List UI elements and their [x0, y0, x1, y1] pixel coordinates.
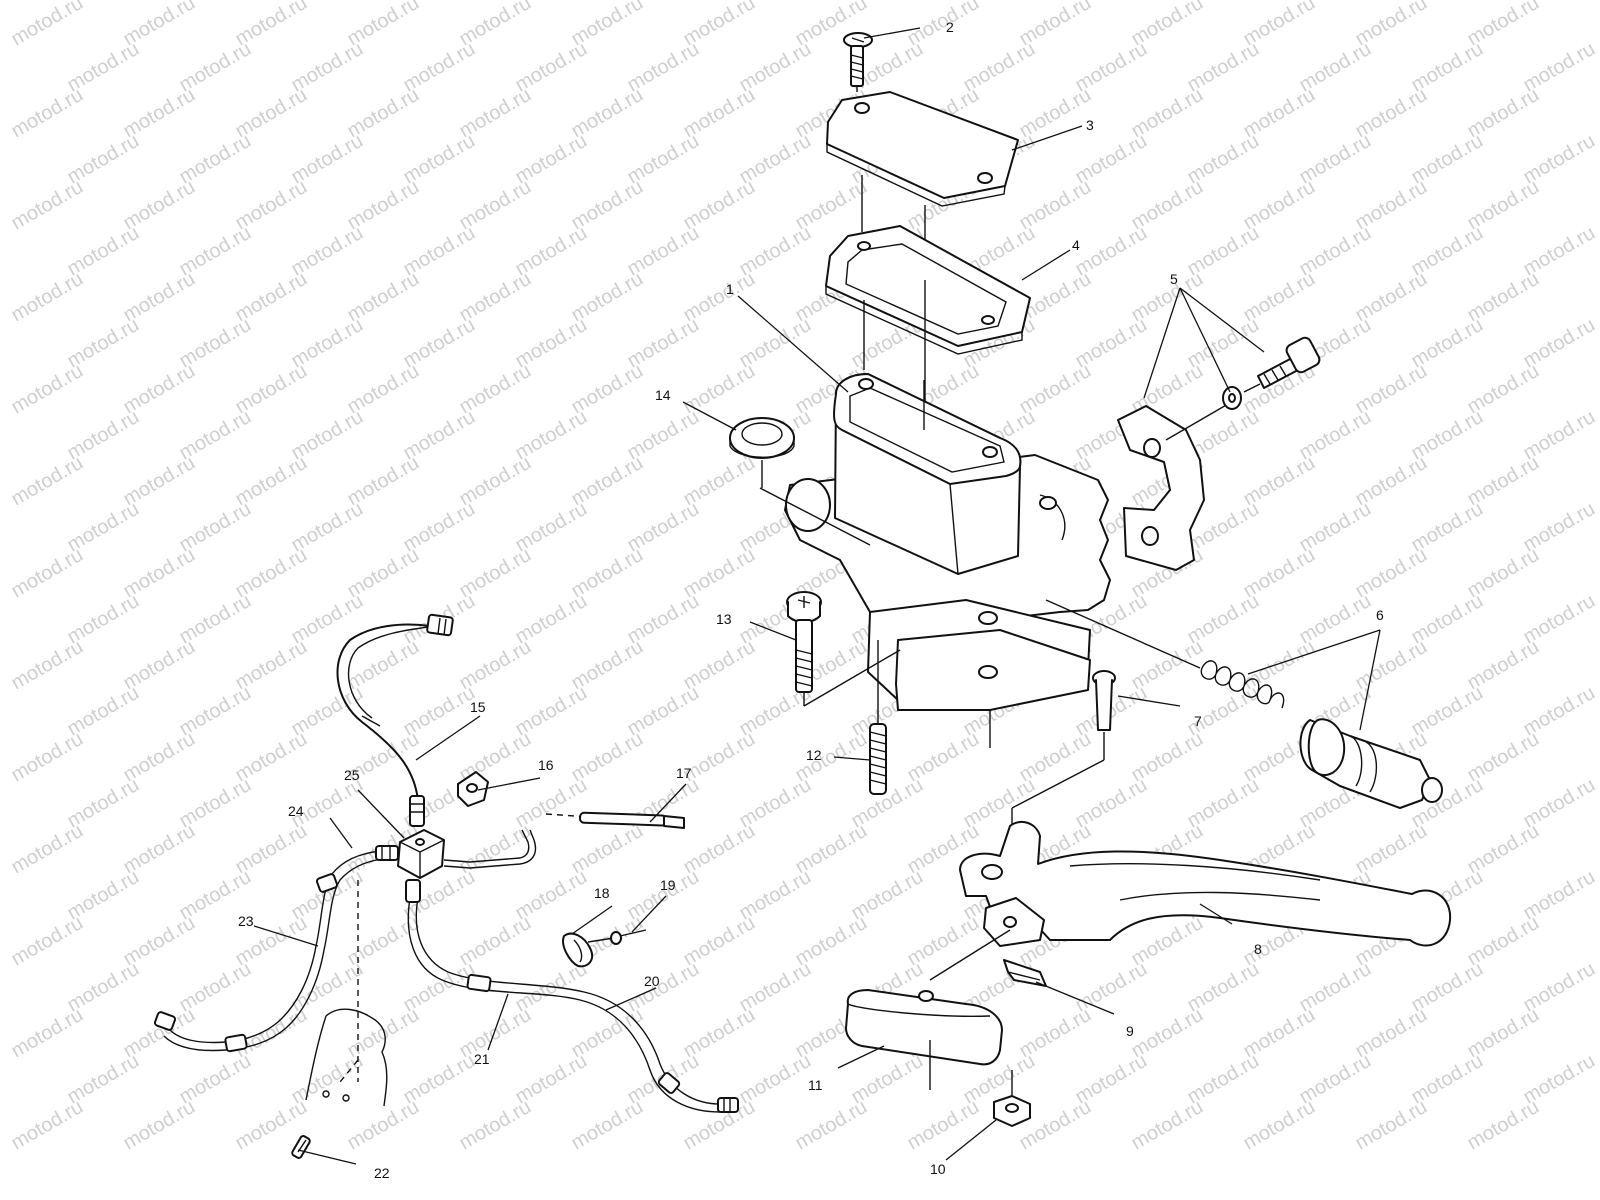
callout-10: 10 [930, 1161, 946, 1177]
part-10-lock-nut [993, 1070, 1031, 1127]
watermark-layer: motod.ru motod.ru motod.ru motod.ru motod.ru… [8, 0, 1599, 1154]
watermark-text-339: motod.ru [344, 1096, 423, 1155]
callout-22: 22 [374, 1165, 390, 1181]
watermark-text-56: motod.ru [8, 176, 87, 235]
part-11-adjuster-block [845, 929, 1011, 1090]
watermark-text-347: motod.ru [1240, 1096, 1319, 1155]
part-22-bolt [291, 1135, 311, 1159]
watermark-text-84: motod.ru [8, 268, 87, 327]
watermark-text-340: motod.ru [456, 1096, 535, 1155]
watermark-text-343: motod.ru [792, 1096, 871, 1155]
watermark-text-344: motod.ru [904, 1096, 983, 1155]
callout-23: 23 [238, 913, 254, 929]
watermark-text-337: motod.ru [120, 1096, 199, 1155]
callout-1: 1 [726, 281, 734, 297]
part-20-21-right-hose [405, 879, 739, 1113]
part-18-hose-clip [562, 932, 615, 968]
part-24-23-left-hose [153, 845, 399, 1053]
watermark-text-341: motod.ru [568, 1096, 647, 1155]
watermark-text-140: motod.ru [8, 452, 87, 511]
callout-3: 3 [1086, 117, 1094, 133]
watermark-text-0: motod.ru [8, 0, 87, 50]
callout-9: 9 [1126, 1023, 1134, 1039]
part-5-handlebar-clamp [1117, 336, 1321, 571]
callout-17: 17 [676, 765, 692, 781]
callout-5: 5 [1170, 271, 1178, 287]
callout-24: 24 [288, 803, 304, 819]
watermark-text-348: motod.ru [1352, 1096, 1431, 1155]
watermark-text-308: motod.ru [8, 1004, 87, 1063]
callout-11: 11 [808, 1077, 823, 1093]
frame-section [305, 880, 388, 1107]
callout-25: 25 [344, 767, 360, 783]
part-3-reservoir-cover [826, 91, 1019, 207]
callout-21: 21 [474, 1051, 490, 1067]
part-25-junction-block [397, 829, 445, 879]
part-12-set-screw [869, 640, 887, 795]
part-9-clip [1003, 959, 1047, 987]
watermark-text-346: motod.ru [1128, 1096, 1207, 1155]
callout-labels: 1 2 3 4 5 6 7 8 9 10 11 12 13 14 15 16 1… [238, 19, 1384, 1181]
callout-8: 8 [1254, 941, 1262, 957]
part-8-brake-lever [959, 820, 1452, 947]
callout-19: 19 [660, 877, 676, 893]
callout-6: 6 [1376, 607, 1384, 623]
watermark-text-224: motod.ru [8, 728, 87, 787]
callout-14: 14 [655, 387, 671, 403]
callout-12: 12 [806, 747, 822, 763]
callout-2: 2 [946, 19, 954, 35]
part-19-clip-screw [610, 929, 647, 945]
watermark-text-112: motod.ru [8, 360, 87, 419]
part-17-brake-line [443, 811, 685, 869]
callout-4: 4 [1072, 237, 1080, 253]
watermark-text-196: motod.ru [8, 636, 87, 695]
callout-20: 20 [644, 973, 660, 989]
part-4-gasket [825, 225, 1031, 355]
watermark-text-349: motod.ru [1464, 1096, 1543, 1155]
callout-16: 16 [538, 757, 554, 773]
part-16-fitting [457, 771, 489, 807]
watermark-text-252: motod.ru [8, 820, 87, 879]
watermark-text-336: motod.ru [8, 1096, 87, 1155]
part-13-pivot-bolt [786, 591, 901, 707]
watermark-text-168: motod.ru [8, 544, 87, 603]
watermark-text-28: motod.ru [8, 84, 87, 143]
part-1-master-cylinder-body [784, 373, 1111, 748]
part-14-sight-ring [729, 417, 871, 546]
part-15-brake-hose [336, 613, 454, 827]
callout-7: 7 [1194, 713, 1202, 729]
callout-15: 15 [470, 699, 486, 715]
watermark-text-280: motod.ru [8, 912, 87, 971]
callout-18: 18 [594, 885, 610, 901]
leader-lines [253, 27, 1381, 1165]
part-6-piston-assembly [1045, 599, 1443, 809]
callout-13: 13 [716, 611, 732, 627]
